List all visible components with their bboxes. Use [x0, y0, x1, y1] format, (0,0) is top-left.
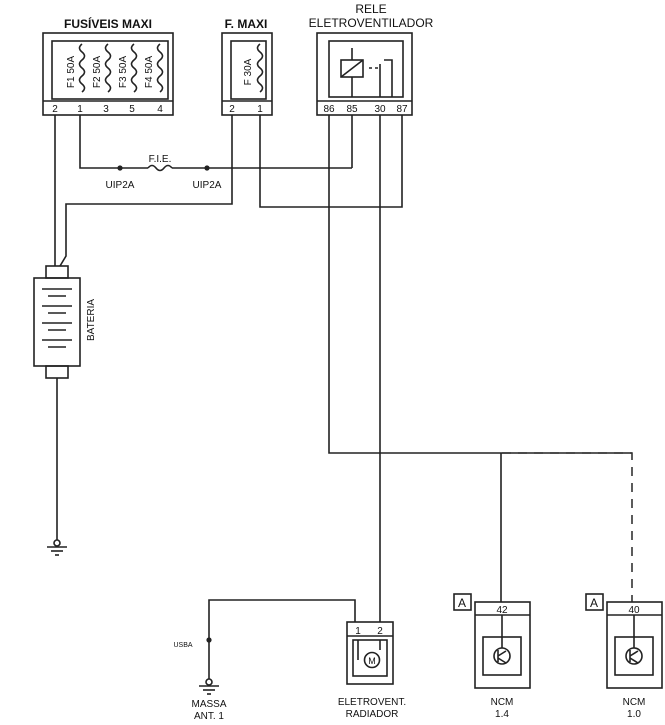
fan-motor-letter: M [368, 656, 376, 666]
relay-coil-diagonal [340, 59, 364, 78]
fuse-maxi-single: F. MAXI F 30A 2 1 [221, 17, 273, 116]
relay-outline [316, 32, 413, 116]
ncm10-transistor-icon [625, 647, 643, 665]
fuse-30a-label: F 30A [243, 58, 254, 85]
usba-label: USBA [173, 642, 192, 649]
fuse-box-maxi-inner [51, 40, 169, 100]
fuse-box-maxi-pin: 5 [129, 104, 135, 115]
ground-bottom: MASSA ANT. 1 [191, 678, 227, 722]
ncm14-label-line2: 1.4 [495, 709, 509, 720]
battery-bottom-cap [45, 365, 69, 379]
fie-fuse-symbol [147, 164, 173, 172]
wiring-top: F.I.E. UIP2A UIP2A [54, 115, 632, 622]
relay-title-line2: ELETROVENTILADOR [309, 16, 434, 30]
ncm10-label-line2: 1.0 [627, 709, 641, 720]
fan-pin: 1 [355, 626, 361, 637]
ncm14-outline [474, 601, 531, 689]
fie-label: F.I.E. [149, 154, 172, 165]
fuse-box-maxi-pin: 2 [52, 104, 58, 115]
fan-inner [352, 639, 388, 677]
ncm14-pin: 42 [496, 605, 508, 616]
ncm14-transistor-icon [493, 647, 511, 665]
ground-left-terminal [53, 539, 61, 547]
ncm14-transistor-glyph [497, 650, 507, 664]
relay-inner [328, 40, 404, 98]
wire-relay86-to-ncm [328, 115, 632, 454]
ground-bottom-label-line2: ANT. 1 [194, 711, 224, 722]
fan-label-line2: RADIADOR [346, 709, 399, 720]
ncm10-label-line1: NCM [623, 697, 646, 708]
wire-fmaxi2-to-battery [59, 115, 233, 267]
fuse-f3-symbol [130, 43, 138, 93]
ncm14-label-line1: NCM [491, 697, 514, 708]
ncm-14-module: A 42 NCM 1.4 [453, 453, 531, 720]
ground-bottom-label-line1: MASSA [191, 699, 226, 710]
ncm10-pin: 40 [628, 605, 640, 616]
wire-fmaxi1-to-relay87 [259, 115, 403, 208]
ncm14-tag: A [458, 596, 466, 610]
ground-left [47, 539, 67, 556]
wire-pin1-to-fie [79, 115, 120, 169]
ncm10-tag-box [585, 593, 604, 611]
fan-ground-circuit: USBA [173, 599, 356, 679]
usba-splice-dot [206, 637, 212, 643]
relay-pin: 87 [396, 104, 408, 115]
battery-label: BATERIA [86, 299, 97, 341]
battery-body [33, 277, 81, 367]
fan-pin: 2 [377, 626, 383, 637]
fuse-box-maxi-pin: 3 [103, 104, 109, 115]
relay-pin: 86 [323, 104, 335, 115]
fuse-maxi-single-pin: 2 [229, 104, 235, 115]
fuse-box-maxi-title: FUSÍVEIS MAXI [64, 16, 152, 31]
connector-uip2a-left-label: UIP2A [106, 180, 135, 191]
relay-pin: 85 [346, 104, 358, 115]
fan-motor-symbol [363, 651, 381, 669]
fan-label-line1: ELETROVENT. [338, 697, 406, 708]
fuse-f4-symbol [156, 43, 164, 93]
ncm14-tag-box [453, 593, 472, 611]
radiator-fan: 1 2 M ELETROVENT. RADIADOR [338, 621, 406, 720]
ncm10-outline [606, 601, 663, 689]
fuse-maxi-single-outline [221, 32, 273, 116]
ncm10-transistor-glyph [629, 650, 639, 664]
relay-contact-87 [384, 59, 393, 97]
fuse-box-maxi-outline [42, 32, 174, 116]
fuse-f1-symbol [78, 43, 86, 93]
fuse-maxi-single-pin: 1 [257, 104, 263, 115]
dashed-wire-to-ncm10 [502, 452, 633, 602]
relay-pin: 30 [374, 104, 386, 115]
relay-title-line1: RELE [355, 2, 386, 16]
battery: BATERIA [33, 265, 97, 540]
fuse-maxi-single-inner [230, 40, 267, 100]
fuse-f4-label: F4 50A [144, 56, 155, 89]
fuse-f2-symbol [104, 43, 112, 93]
ground-bottom-terminal [205, 678, 213, 686]
fuse-f3-label: F3 50A [118, 56, 129, 89]
fuse-f2-label: F2 50A [92, 56, 103, 89]
fan-outline [346, 621, 394, 685]
wire-ground-to-fan1 [208, 599, 356, 679]
battery-top-cap [45, 265, 69, 279]
fuse-maxi-single-title: F. MAXI [225, 17, 268, 31]
relay: RELE ELETROVENTILADOR 86 85 30 87 [309, 2, 434, 116]
fuse-box-maxi: FUSÍVEIS MAXI F1 50A F2 50A F3 50A F4 50… [42, 16, 174, 116]
fuse-box-maxi-pin: 4 [157, 104, 163, 115]
ncm-10-module: A 40 NCM 1.0 [502, 452, 663, 720]
fuse-box-maxi-pin: 1 [77, 104, 83, 115]
connector-uip2a-right-label: UIP2A [193, 180, 222, 191]
fuse-30a-symbol [256, 43, 264, 93]
ncm10-tag: A [590, 596, 598, 610]
fuse-f1-label: F1 50A [66, 56, 77, 89]
